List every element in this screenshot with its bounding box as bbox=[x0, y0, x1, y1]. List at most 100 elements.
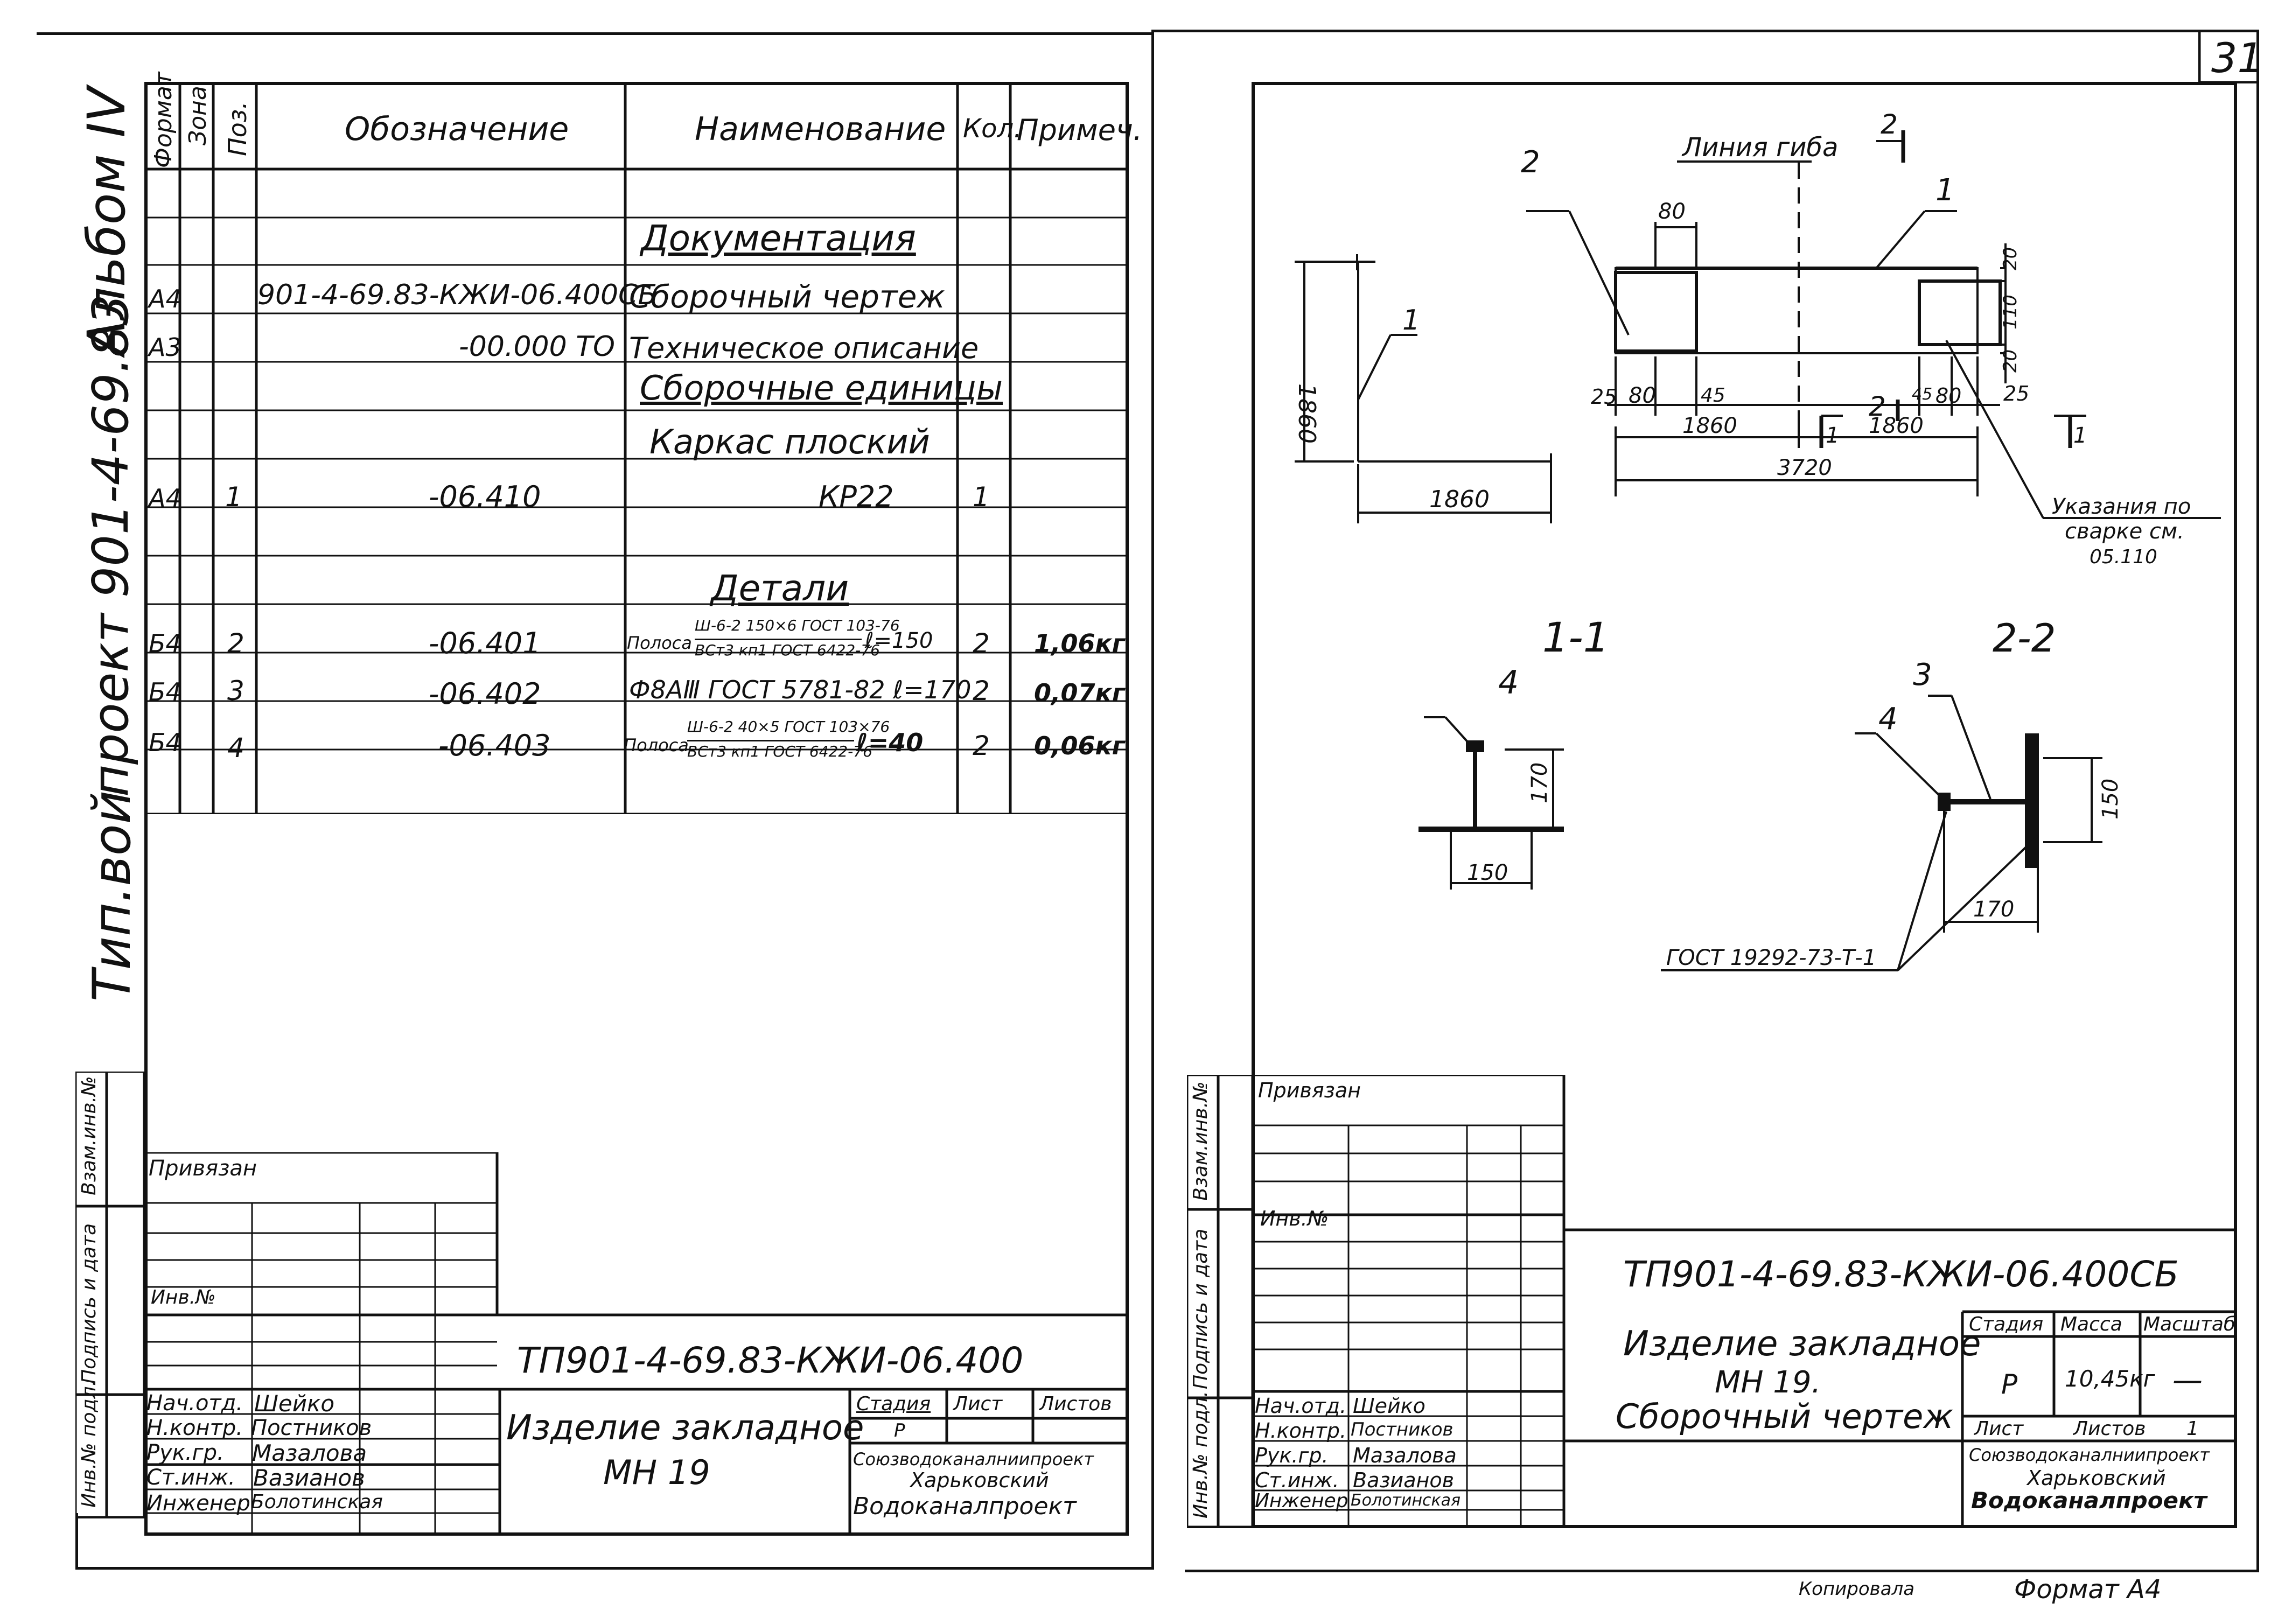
right-org-line2: Харьковский bbox=[2027, 1466, 2166, 1490]
header-designation: Обозначение bbox=[345, 110, 569, 148]
right-sheets-value: 1 bbox=[2186, 1418, 2199, 1440]
left-stamp-signature: Подпись и дата bbox=[78, 1223, 100, 1384]
assembly-drawing: 1860 1860 1 2 Линия гиба 2 1 80 20 110 2… bbox=[1293, 109, 2221, 971]
spec-row-note: 0,07кг bbox=[1034, 678, 1125, 708]
right-role-2: Рук.гр. bbox=[1255, 1444, 1329, 1467]
plate-right bbox=[1918, 279, 2002, 346]
dim-110: 110 bbox=[2000, 295, 2021, 330]
spec-row-pos: 4 bbox=[227, 732, 244, 764]
left-title-line1: Изделие закладное bbox=[506, 1408, 864, 1448]
dim-1860-left: 1860 bbox=[1682, 414, 1737, 438]
right-title-block bbox=[1252, 1075, 2237, 1528]
left-org-line1: Союзводоканалниипроект bbox=[853, 1449, 1094, 1469]
spec-row-format: Б4 bbox=[149, 677, 181, 706]
left-sheets-label: Листов bbox=[1039, 1393, 1112, 1415]
dim-1860-horizontal: 1860 bbox=[1429, 486, 1490, 513]
left-role-0: Нач.отд. bbox=[146, 1391, 243, 1416]
spec-row-qty: 1 bbox=[973, 481, 990, 513]
right-inv-no: Инв.№ bbox=[1260, 1207, 1329, 1230]
spec-row-name-suffix: ℓ=150 bbox=[865, 628, 933, 653]
spec-row-format: Б4 bbox=[149, 728, 181, 757]
spec-row-format: А3 bbox=[149, 333, 181, 362]
spec-row-name-bottom: ВСт3 кп1 ГОСТ 6422-76 bbox=[695, 641, 880, 659]
spec-row-name-bottom: ВСт3 кп1 ГОСТ 6422-76 bbox=[687, 743, 872, 760]
left-inner-frame bbox=[144, 82, 1129, 1536]
right-name-3: Вазианов bbox=[1353, 1468, 1455, 1492]
right-sheet-label: Лист bbox=[1974, 1418, 2024, 1440]
left-privyazan: Привязан bbox=[149, 1156, 257, 1181]
cut-1-left: 1 bbox=[1826, 423, 1839, 448]
spec-row-designation: -06.402 bbox=[429, 677, 541, 711]
right-sheets-label: Листов bbox=[2073, 1418, 2146, 1440]
dim-1860-right: 1860 bbox=[1869, 414, 1924, 438]
header-name: Наименование bbox=[695, 110, 946, 148]
spec-row-section-docs: Документация bbox=[641, 218, 916, 259]
left-stamp-inv-podl: Инв.№ подл. bbox=[78, 1380, 100, 1508]
project-label: проект 901-4-69.83 bbox=[82, 294, 139, 797]
header-qty: Кол. bbox=[963, 114, 1022, 144]
right-role-0: Нач.отд. bbox=[1255, 1394, 1347, 1418]
spec-row-note: 1,06кг bbox=[1034, 629, 1125, 658]
plate-left bbox=[1614, 271, 1698, 353]
right-title-line1: Изделие закладное bbox=[1623, 1324, 1981, 1364]
dim-45-left: 45 bbox=[1701, 384, 1725, 407]
welding-note-1: Указания по bbox=[2052, 494, 2191, 519]
dim-170-sec2: 170 bbox=[1973, 897, 2014, 922]
right-title-line3: Сборочный чертеж bbox=[1616, 1397, 1954, 1436]
right-name-0: Шейко bbox=[1353, 1394, 1425, 1418]
spec-row-note: 0,06кг bbox=[1034, 731, 1125, 760]
dim-45-right: 45 bbox=[1912, 385, 1932, 404]
spec-row-name-top: Ш-6-2 150×6 ГОСТ 103-76 bbox=[695, 617, 900, 634]
left-role-2: Рук.гр. bbox=[146, 1440, 224, 1465]
header-zone: Зона bbox=[184, 86, 212, 145]
right-inner-frame bbox=[1252, 82, 2237, 1528]
dim-170-sec1: 170 bbox=[1527, 762, 1552, 803]
right-role-3: Ст.инж. bbox=[1255, 1468, 1339, 1492]
spec-row-name: Техническое описание bbox=[629, 331, 979, 365]
spec-row-name: КР22 bbox=[819, 480, 894, 514]
left-inv-no: Инв.№ bbox=[151, 1286, 216, 1308]
right-org-line1: Союзводоканалниипроект bbox=[1969, 1445, 2210, 1465]
bend-line-label: Линия гиба bbox=[1681, 132, 1838, 163]
right-name-2: Мазалова bbox=[1353, 1444, 1457, 1467]
left-org-line2: Харьковский bbox=[910, 1468, 1049, 1492]
right-role-1: Н.контр. bbox=[1255, 1419, 1347, 1443]
left-side-stamp bbox=[75, 1072, 145, 1518]
cut-2-top: 2 bbox=[1881, 109, 1898, 140]
spec-row-qty: 2 bbox=[973, 675, 990, 706]
callout-4-sec2: 4 bbox=[1878, 702, 1898, 737]
left-name-2: Мазалова bbox=[252, 1440, 367, 1466]
right-drawing-code: ТП901-4-69.83-КЖИ-06.400СБ bbox=[1623, 1254, 2179, 1295]
callout-4-sec1: 4 bbox=[1498, 664, 1519, 702]
dim-25-right: 25 bbox=[2003, 382, 2029, 405]
typical-label: Тип.вой bbox=[82, 790, 142, 1002]
spec-row-designation: 901-4-69.83-КЖИ-06.400СБ bbox=[257, 279, 658, 311]
callout-1-plan: 1 bbox=[1935, 173, 1955, 208]
dim-150-sec2: 150 bbox=[2098, 779, 2123, 820]
left-stage-label: Стадия bbox=[856, 1393, 931, 1415]
right-scale-label: Масштаб bbox=[2143, 1313, 2236, 1335]
spec-row-name: Полоса bbox=[624, 735, 689, 755]
dim-80-right: 80 bbox=[1935, 384, 1961, 408]
footer-format: Формат А4 bbox=[2014, 1574, 2162, 1605]
section-2-2-title: 2-2 bbox=[1993, 615, 2056, 661]
dim-150-sec1: 150 bbox=[1467, 860, 1508, 885]
left-org-line3: Водоканалпроект bbox=[853, 1493, 1077, 1520]
right-side-stamp bbox=[1187, 1075, 1254, 1528]
dim-80-left: 80 bbox=[1629, 383, 1656, 408]
spec-row-name-suffix: ℓ=40 bbox=[856, 728, 924, 757]
left-sheet-label: Лист bbox=[953, 1393, 1003, 1415]
right-stage-value: Р bbox=[2001, 1369, 2018, 1400]
left-stamp-vzam: Взам.инв.№ bbox=[78, 1076, 100, 1195]
spec-row-section-details: Детали bbox=[711, 568, 849, 609]
left-role-1: Н.контр. bbox=[146, 1416, 243, 1440]
spec-row-name: Сборочный чертеж bbox=[629, 278, 945, 315]
left-stage-value: Р bbox=[894, 1420, 905, 1441]
spec-row-format: А4 bbox=[149, 284, 181, 313]
right-role-4: Инженер bbox=[1255, 1490, 1348, 1512]
spec-row-name: Полоса bbox=[627, 633, 692, 653]
left-title-block bbox=[144, 1152, 1129, 1536]
callout-2-plan: 2 bbox=[1521, 145, 1540, 180]
welding-note-2: сварке см. bbox=[2065, 519, 2184, 544]
spec-row-pos: 3 bbox=[227, 675, 244, 706]
